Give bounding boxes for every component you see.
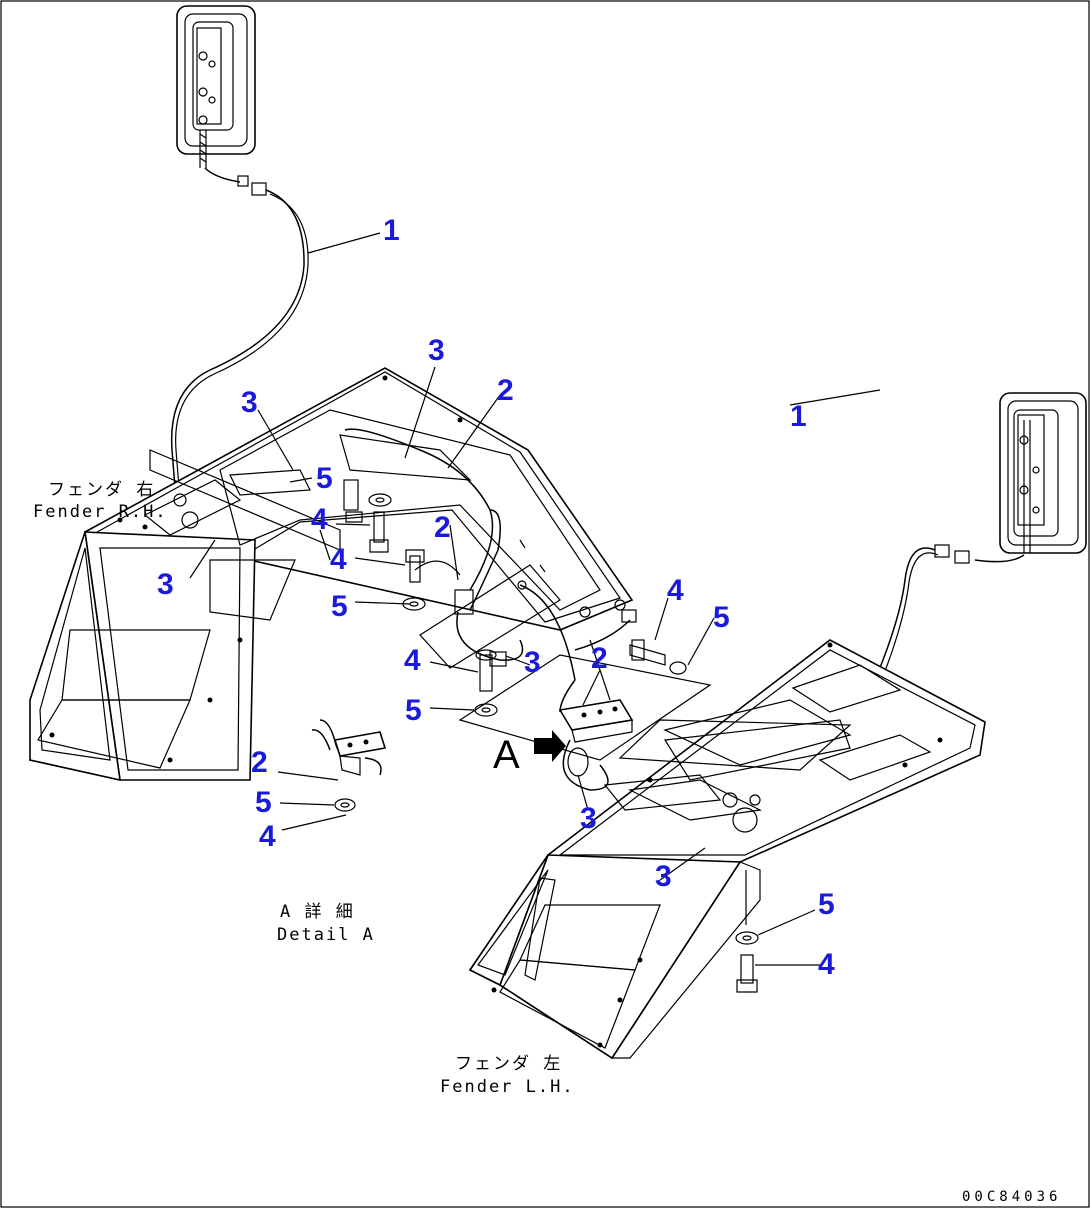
callout-5: 5 — [316, 462, 333, 495]
fender-left-body — [468, 639, 986, 1060]
callout-3: 3 — [580, 802, 597, 835]
hardware-lower-right — [589, 639, 759, 993]
mirror-left — [999, 392, 1087, 554]
callout-4: 4 — [404, 644, 421, 677]
leader-lines — [189, 232, 881, 966]
callout-2: 2 — [434, 511, 451, 544]
callout-4: 4 — [311, 503, 328, 536]
fender-right-body — [29, 367, 634, 782]
callout-4: 4 — [330, 543, 347, 576]
hardware-upper — [368, 493, 712, 761]
callout-3: 3 — [655, 860, 672, 893]
callout-3: 3 — [241, 386, 258, 419]
callout-4: 4 — [259, 820, 276, 853]
detail-a-caption-jp: A 詳 細 — [280, 902, 355, 922]
callout-3: 3 — [428, 334, 445, 367]
callout-5: 5 — [405, 694, 422, 727]
fender-lh-caption-en: Fender L.H. — [440, 1077, 575, 1097]
callout-1: 1 — [383, 214, 400, 247]
drawing-code: 00C84036 — [962, 1189, 1061, 1205]
callout-5: 5 — [331, 590, 348, 623]
detail-a-clip — [311, 479, 387, 812]
detail-a-caption-en: Detail A — [277, 925, 375, 945]
callout-1: 1 — [790, 400, 807, 433]
mirror-right — [176, 5, 256, 168]
callout-3: 3 — [157, 568, 174, 601]
callout-2: 2 — [251, 746, 268, 779]
callout-4: 4 — [667, 574, 684, 607]
wire-harness-right — [170, 167, 309, 501]
captions: フェンダ 右 Fender R.H. A 詳 細 Detail A フェンダ 左… — [33, 480, 1061, 1205]
callout-5: 5 — [255, 786, 272, 819]
fender-rh-caption-jp: フェンダ 右 — [48, 480, 155, 500]
callout-4: 4 — [818, 948, 835, 981]
view-arrow-a — [534, 730, 566, 762]
callout-5: 5 — [818, 888, 835, 921]
fender-rh-caption-en: Fender R.H. — [33, 502, 168, 522]
center-wiring — [319, 428, 637, 713]
view-letter-a: A — [493, 733, 520, 777]
fender-lh-caption-jp: フェンダ 左 — [455, 1054, 562, 1074]
callout-2: 2 — [497, 374, 514, 407]
callout-5: 5 — [713, 601, 730, 634]
callout-2: 2 — [591, 642, 608, 675]
callout-3: 3 — [524, 646, 541, 679]
callout-numbers: 1 1 2 2 2 2 3 3 3 3 3 3 4 4 4 4 4 4 5 5 … — [157, 214, 835, 981]
